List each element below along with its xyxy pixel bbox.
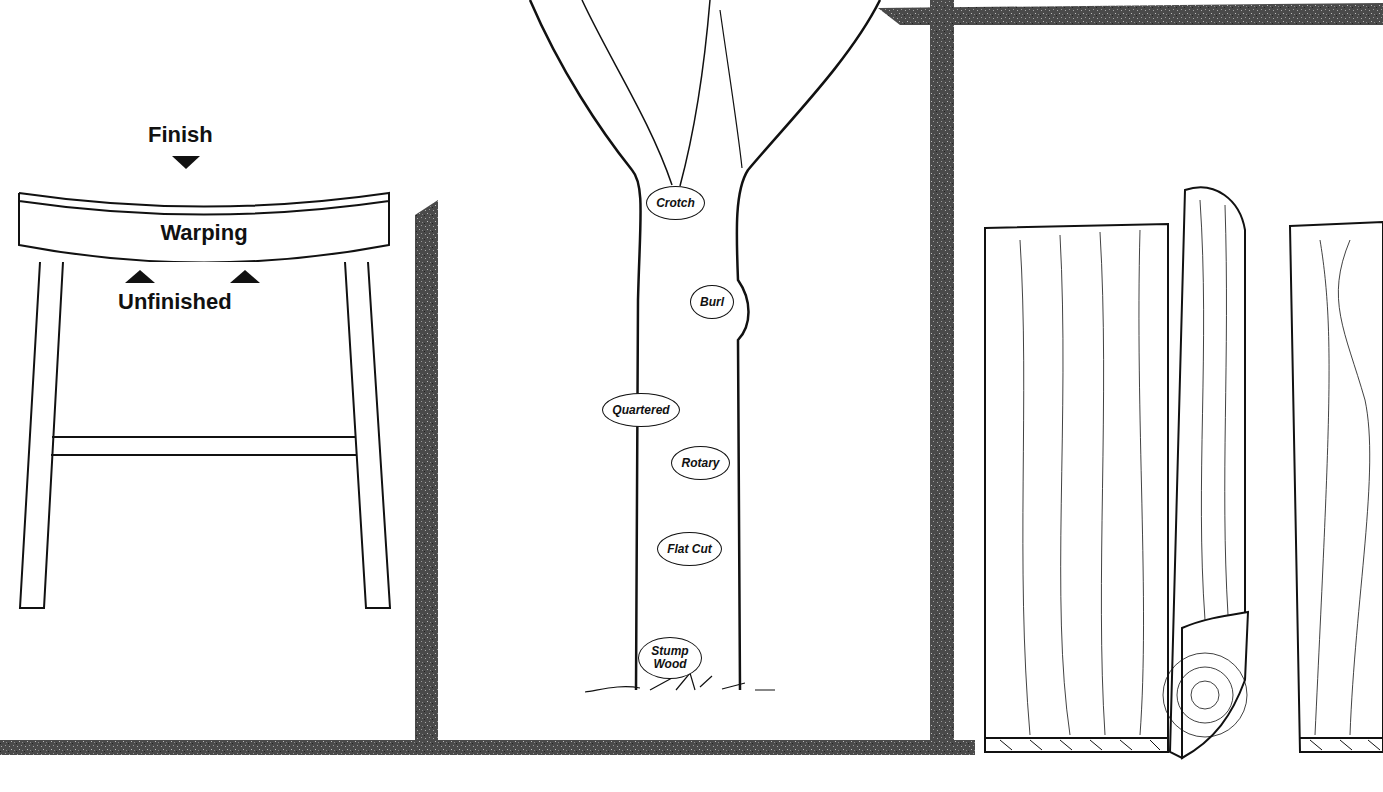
- boards: [985, 187, 1383, 758]
- cut-label: Burl: [700, 296, 724, 309]
- cut-oval: Crotch: [646, 186, 705, 220]
- surface-label: Finish: [148, 122, 213, 148]
- surface-label: Unfinished: [118, 289, 232, 315]
- cut-label: Flat Cut: [667, 543, 712, 556]
- stool-seat: Warping: [18, 190, 390, 262]
- tree: [530, 0, 880, 692]
- cut-oval: Flat Cut: [657, 532, 722, 566]
- cut-label: Crotch: [656, 197, 695, 210]
- cut-label: Stump Wood: [648, 645, 692, 670]
- cut-oval: Burl: [690, 285, 734, 319]
- cut-oval: Quartered: [602, 393, 680, 427]
- cut-label: Quartered: [612, 404, 669, 417]
- cut-oval: Rotary: [671, 446, 730, 480]
- part-label: Warping: [160, 220, 247, 246]
- stool: [20, 156, 390, 608]
- cut-label: Rotary: [681, 457, 719, 470]
- cut-oval: Stump Wood: [638, 637, 702, 679]
